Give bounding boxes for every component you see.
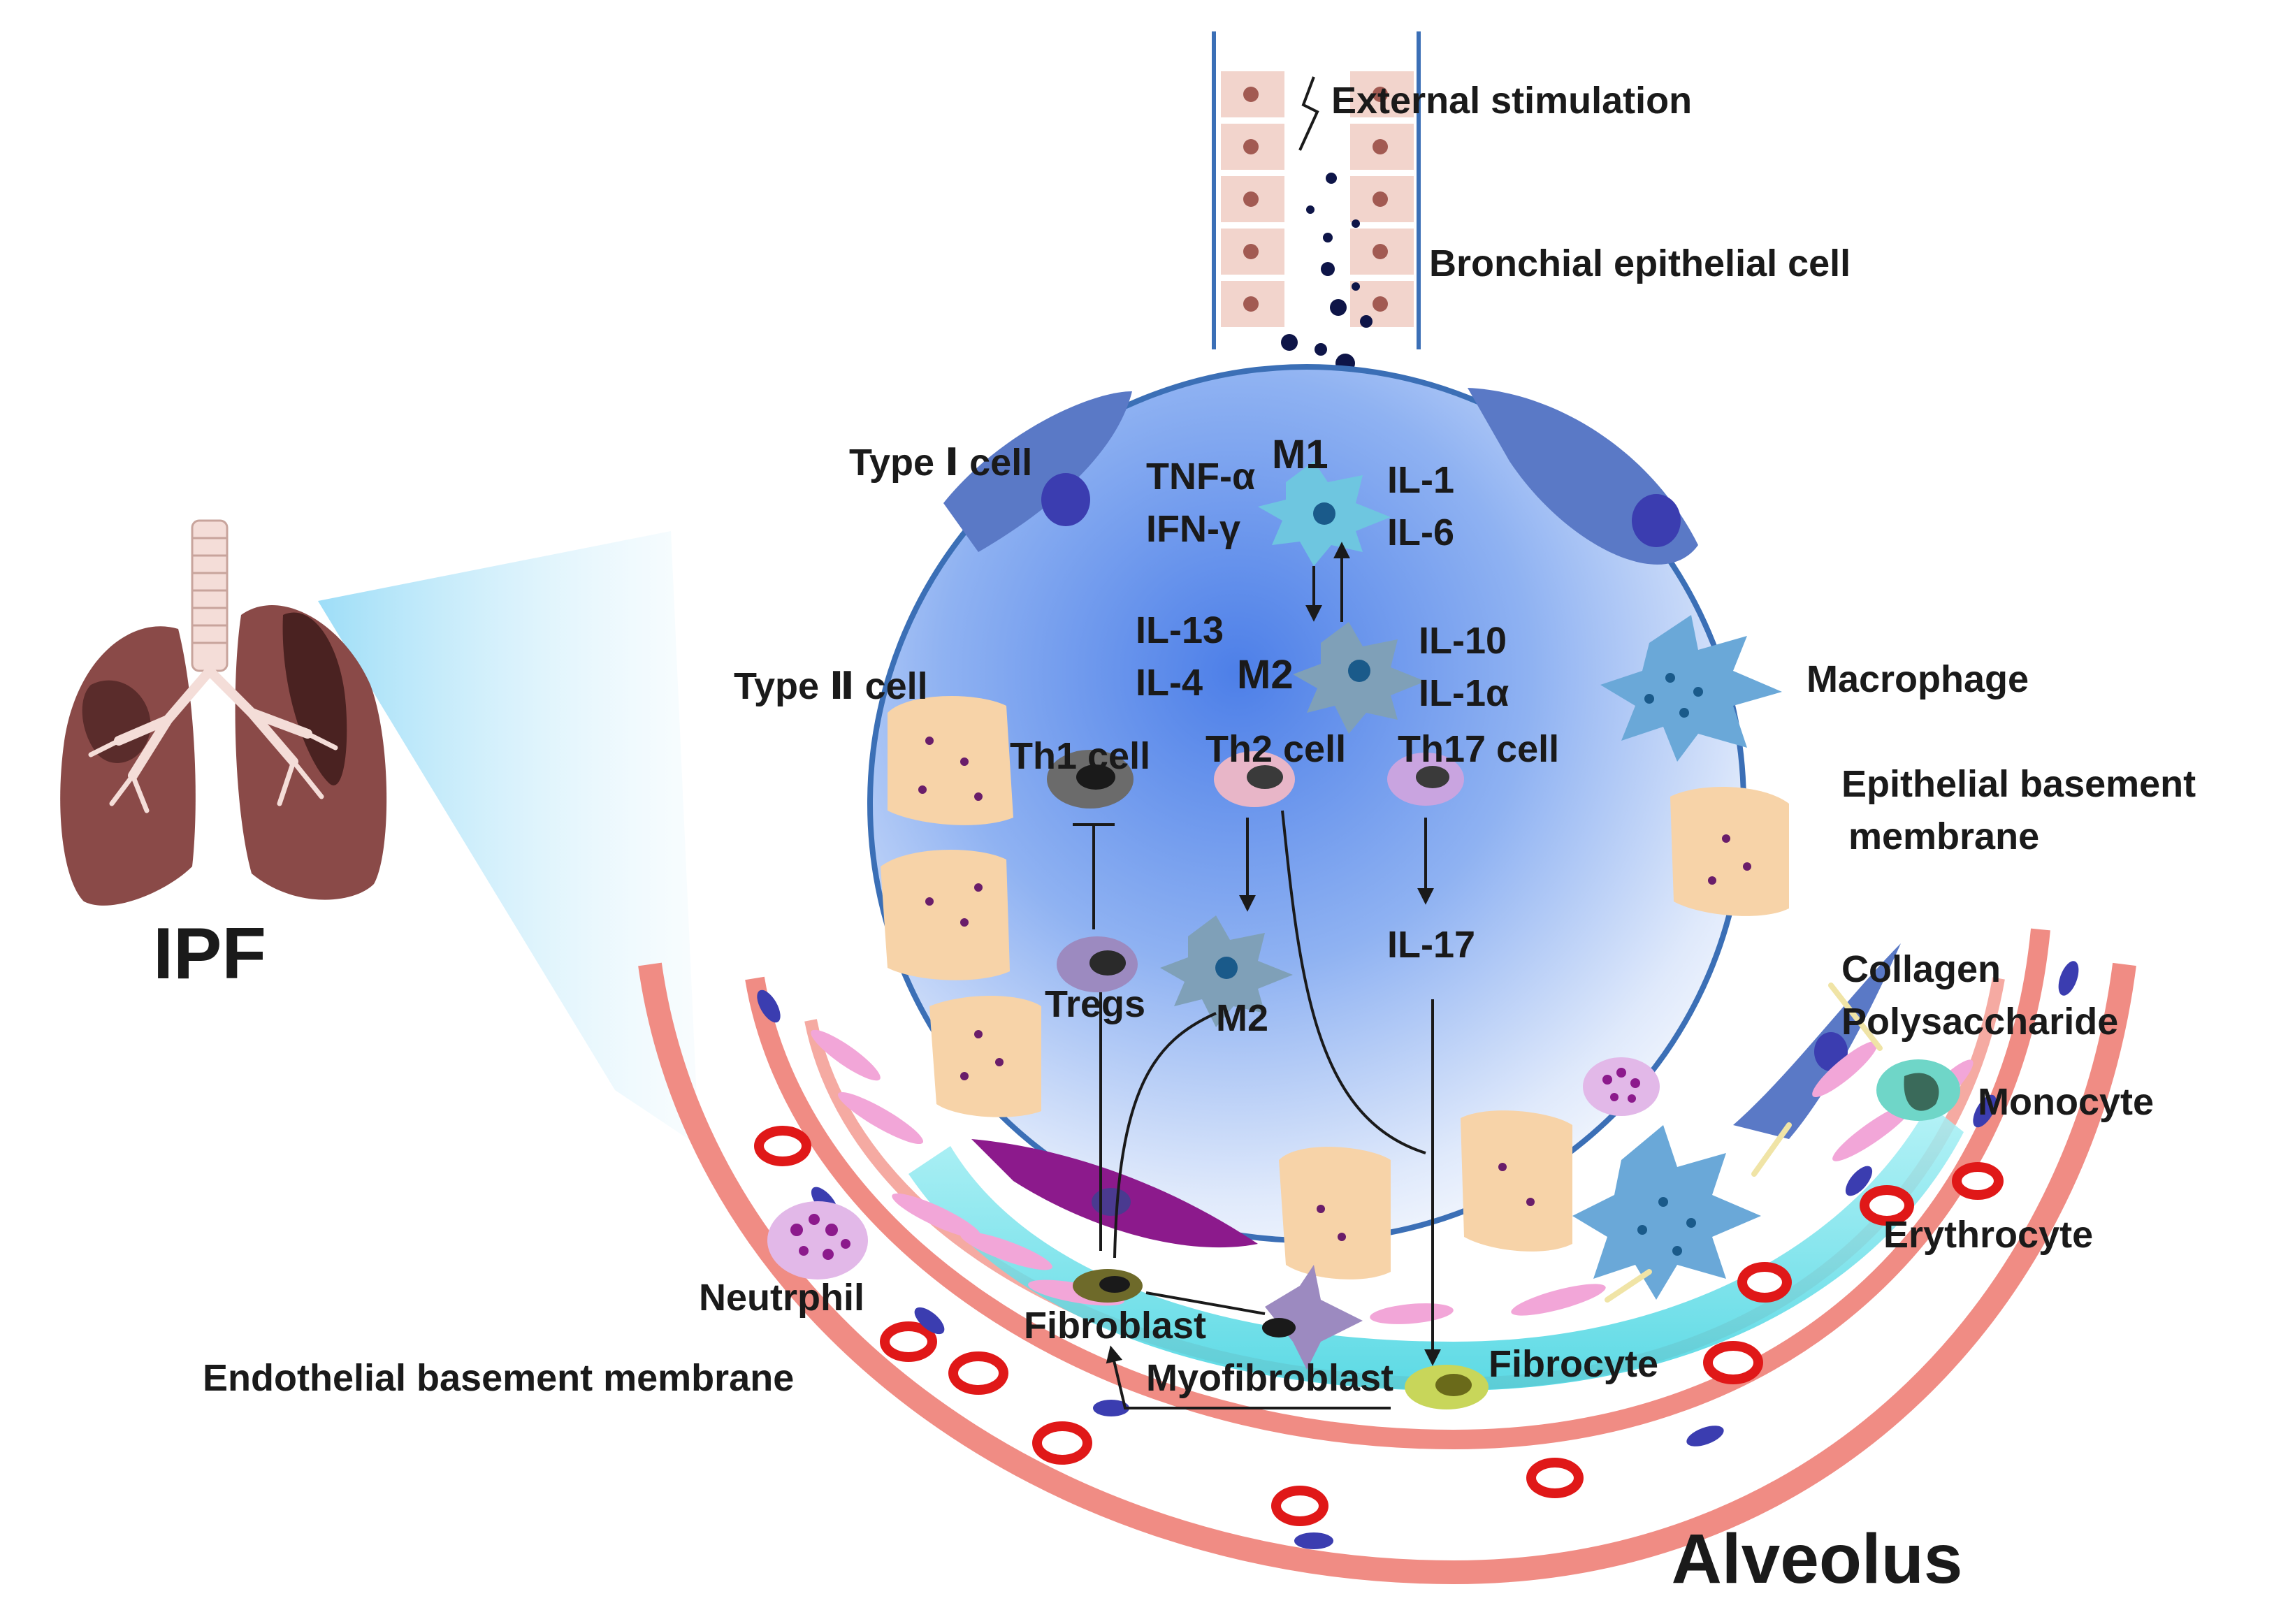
collagen-label: Collagen bbox=[1841, 948, 2001, 990]
type2-granules bbox=[918, 737, 1751, 1241]
il1a-label: IL-1α bbox=[1419, 672, 1509, 714]
fibroblast-label: Fibroblast bbox=[1024, 1305, 1206, 1347]
il1-label: IL-1 bbox=[1387, 459, 1454, 501]
erythrocyte-label: Erythrocyte bbox=[1883, 1214, 2093, 1256]
zoom-beam bbox=[318, 531, 699, 1146]
polysaccharide-strands bbox=[1605, 983, 1883, 1303]
m2-macrophage bbox=[1293, 622, 1426, 734]
type2-cell bbox=[881, 696, 1789, 1279]
macrophage-label: Macrophage bbox=[1806, 658, 2029, 700]
stimulus-lightning-icon bbox=[1298, 76, 1319, 151]
type2-cell-label: Type Ⅱ cell bbox=[734, 665, 928, 707]
m1-macrophage bbox=[1258, 461, 1391, 566]
m2-lower-label: M2 bbox=[1216, 997, 1268, 1039]
polysaccharide-label: Polysaccharide bbox=[1841, 1001, 2118, 1043]
interstitium-band bbox=[908, 1104, 1964, 1391]
type1-cell bbox=[943, 391, 1132, 552]
ifn-gamma-label: IFN-γ bbox=[1146, 508, 1240, 550]
th1-label: Th1 cell bbox=[1010, 735, 1150, 777]
erythrocytes bbox=[754, 1126, 2004, 1526]
th2-cell bbox=[1214, 751, 1295, 807]
macrophage-cell bbox=[1572, 615, 1782, 1300]
tregs-label: Tregs bbox=[1045, 983, 1145, 1025]
signaling-arrows bbox=[1073, 542, 1441, 1409]
il17-label: IL-17 bbox=[1387, 924, 1475, 966]
type1-cell-label: Type Ⅰ cell bbox=[849, 442, 1032, 484]
neutrophil-cell-right bbox=[1583, 1057, 1660, 1116]
th1-cell bbox=[1047, 750, 1134, 809]
tnf-alpha-label: TNF-α bbox=[1146, 456, 1255, 498]
myofibroblast-label: Myofibroblast bbox=[1146, 1357, 1393, 1399]
myofibroblast-cell bbox=[1262, 1265, 1363, 1370]
il10-label: IL-10 bbox=[1419, 620, 1507, 662]
th2-label: Th2 cell bbox=[1205, 728, 1346, 770]
m1-label: M1 bbox=[1272, 432, 1328, 477]
bronchial-epithelial-cell-label: Bronchial epithelial cell bbox=[1429, 242, 1851, 284]
text-labels: External stimulation Bronchial epithelia… bbox=[203, 80, 2196, 1399]
bronchus bbox=[1212, 31, 1421, 349]
tregs-cell bbox=[1057, 936, 1138, 992]
endothelial-bm-label: Endothelial basement membrane bbox=[203, 1357, 794, 1399]
th17-label: Th17 cell bbox=[1398, 728, 1559, 770]
fibrocyte-label: Fibrocyte bbox=[1489, 1343, 1658, 1385]
type1-cell-right bbox=[1468, 388, 1698, 565]
neutrophil-cell bbox=[767, 1201, 868, 1279]
fibroblast-cell bbox=[1073, 1269, 1143, 1303]
il6-label: IL-6 bbox=[1387, 512, 1454, 553]
epithelial-bm-label-1: Epithelial basement bbox=[1841, 763, 2196, 805]
m2-macrophage-lower bbox=[1160, 915, 1293, 1027]
fibrocyte-cell bbox=[1405, 1365, 1489, 1409]
alveolus-label: Alveolus bbox=[1672, 1520, 1963, 1598]
il4-label: IL-4 bbox=[1136, 662, 1203, 704]
monocyte-cell bbox=[1876, 1059, 1960, 1121]
lungs-illustration bbox=[60, 519, 387, 906]
ipf-label: IPF bbox=[153, 913, 266, 994]
il13-label: IL-13 bbox=[1136, 609, 1224, 651]
epithelial-bm-label-2: membrane bbox=[1848, 815, 2039, 857]
neutrophil-label: Neutrphil bbox=[699, 1277, 864, 1319]
th17-cell bbox=[1387, 753, 1464, 806]
external-stimulation-label: External stimulation bbox=[1331, 80, 1692, 122]
monocyte-label: Monocyte bbox=[1978, 1081, 2154, 1123]
m2-label: M2 bbox=[1237, 652, 1294, 697]
